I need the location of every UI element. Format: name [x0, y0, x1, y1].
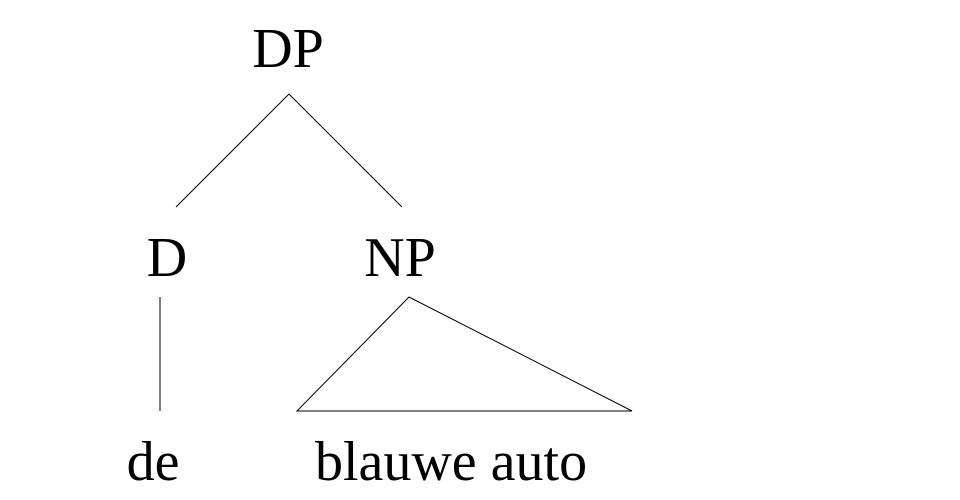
- np-roof-triangle: [295, 296, 633, 412]
- node-d: D: [147, 227, 187, 289]
- branch-dp-to-d: [175, 93, 290, 208]
- leaf-de: de: [127, 431, 180, 493]
- branch-dp-to-np: [288, 93, 403, 208]
- node-dp: DP: [252, 18, 324, 80]
- leaf-blauwe-auto: blauwe auto: [315, 431, 587, 493]
- node-np: NP: [364, 227, 436, 289]
